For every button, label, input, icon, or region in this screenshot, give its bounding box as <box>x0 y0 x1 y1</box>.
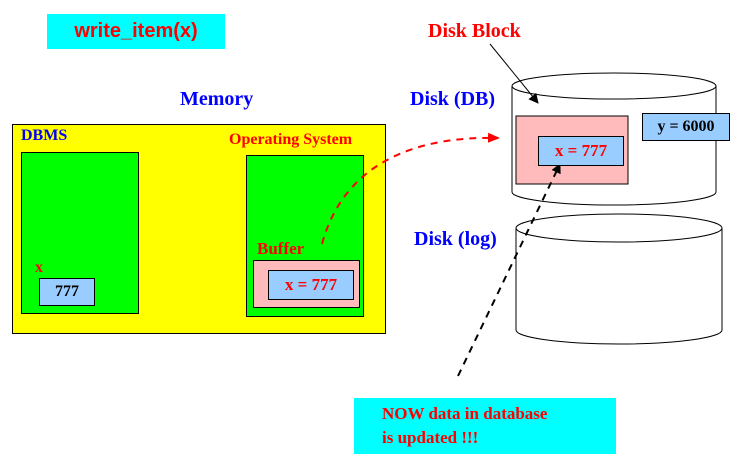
buffer-label: Buffer <box>257 239 305 258</box>
diagram-title: write_item(x) <box>47 14 225 49</box>
buffer-x-value: x = 777 <box>268 270 354 300</box>
write-to-disk-arrow <box>321 132 500 245</box>
disk-log-cylinder <box>515 213 723 345</box>
dbms-x-value: 777 <box>39 278 95 306</box>
dbms-label: DBMS <box>21 127 68 144</box>
update-note-line2: is updated !!! <box>382 428 479 447</box>
x-variable-label: x <box>35 259 43 276</box>
buffer-block: x = 777 <box>253 260 360 308</box>
update-note-line1: NOW data in database <box>382 404 548 423</box>
update-note: NOW data in database is updated !!! <box>354 398 616 454</box>
operating-system-label: Operating System <box>229 131 353 148</box>
disk-block-pointer-arrow <box>489 43 539 104</box>
disk-y-value: y = 6000 <box>642 113 730 141</box>
os-process-area: Buffer x = 777 <box>246 155 364 317</box>
memory-label: Memory <box>180 88 254 110</box>
disk-block-label: Disk Block <box>428 20 521 42</box>
note-pointer-arrow <box>457 163 561 377</box>
memory-region: DBMS x 777 Operating System Buffer x = 7… <box>12 124 386 334</box>
dbms-process-area: x 777 <box>21 152 139 314</box>
disk-log-label: Disk (log) <box>414 228 497 250</box>
disk-db-label: Disk (DB) <box>410 88 496 110</box>
disk-x-value: x = 777 <box>538 136 624 166</box>
